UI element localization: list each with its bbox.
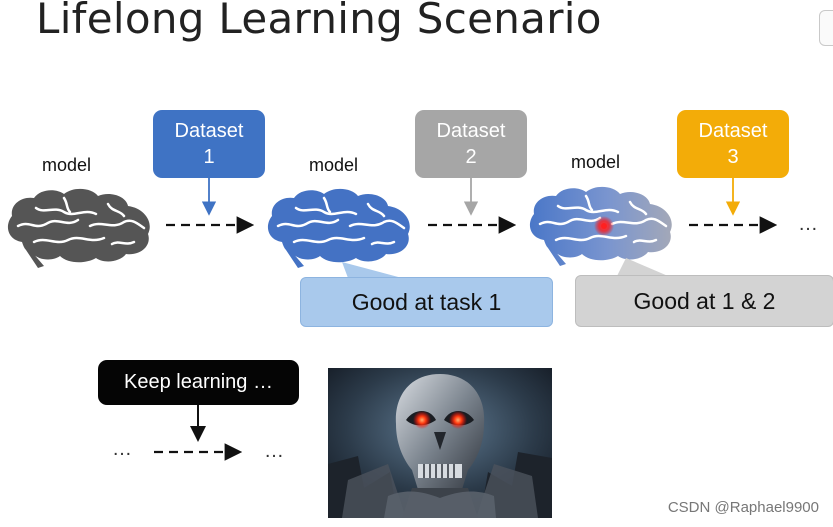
brain-model-3-icon [529,186,672,266]
robot-photo [328,368,552,518]
dataset-2-number: 2 [465,146,477,168]
watermark: CSDN @Raphael9900 [667,499,819,516]
callout-2-tail [617,258,668,276]
brain-model-2-icon [267,188,410,268]
ellipsis-bottom-left: … [112,438,134,460]
dataset-3-label: Dataset [698,120,768,142]
keep-learning-box: Keep learning … [98,360,299,405]
slide-title: Lifelong Learning Scenario [36,0,602,43]
callout-good-at-1-and-2: Good at 1 & 2 [575,275,833,327]
dataset-2-label: Dataset [436,120,506,142]
dataset-1-label: Dataset [174,120,244,142]
side-panel-tab[interactable] [819,10,833,46]
ellipsis-bottom-right: … [264,440,286,462]
brain-model-1-icon [7,188,150,268]
callout-1-tail [342,262,402,278]
dataset-1-number: 1 [203,146,215,168]
model-1-label: model [42,155,92,175]
dataset-3-box: Dataset 3 [677,110,789,178]
ellipsis-right: … [798,213,820,235]
dataset-3-number: 3 [727,146,739,168]
dataset-2-box: Dataset 2 [415,110,527,178]
callout-good-at-task-1: Good at task 1 [300,277,553,327]
dataset-1-box: Dataset 1 [153,110,265,178]
model-3-label: model [571,152,621,172]
model-2-label: model [309,155,359,175]
